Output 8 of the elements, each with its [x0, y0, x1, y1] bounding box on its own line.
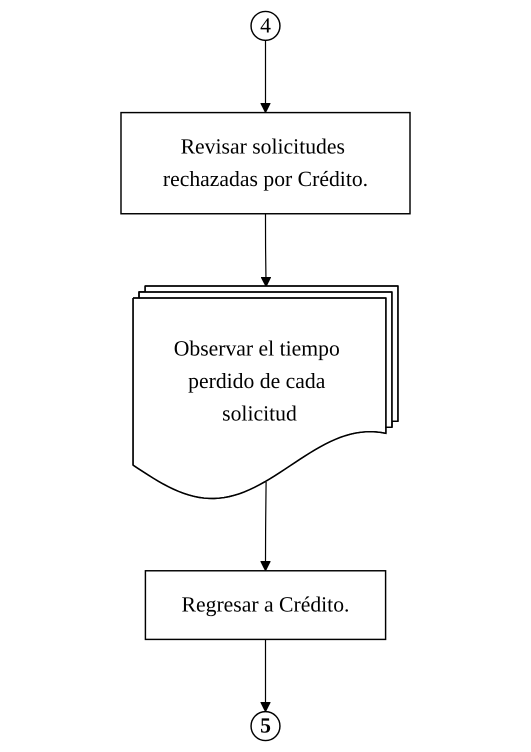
arrow	[260, 214, 272, 288]
arrow	[260, 40, 271, 114]
node-circle: 5	[250, 710, 281, 742]
arrow	[260, 482, 271, 572]
arrow	[260, 639, 271, 712]
node-box: Regresar a Crédito.	[144, 570, 386, 640]
node-circle: 4	[250, 10, 281, 42]
node-box: Revisar solicitudes rechazadas por Crédito.	[120, 112, 411, 214]
